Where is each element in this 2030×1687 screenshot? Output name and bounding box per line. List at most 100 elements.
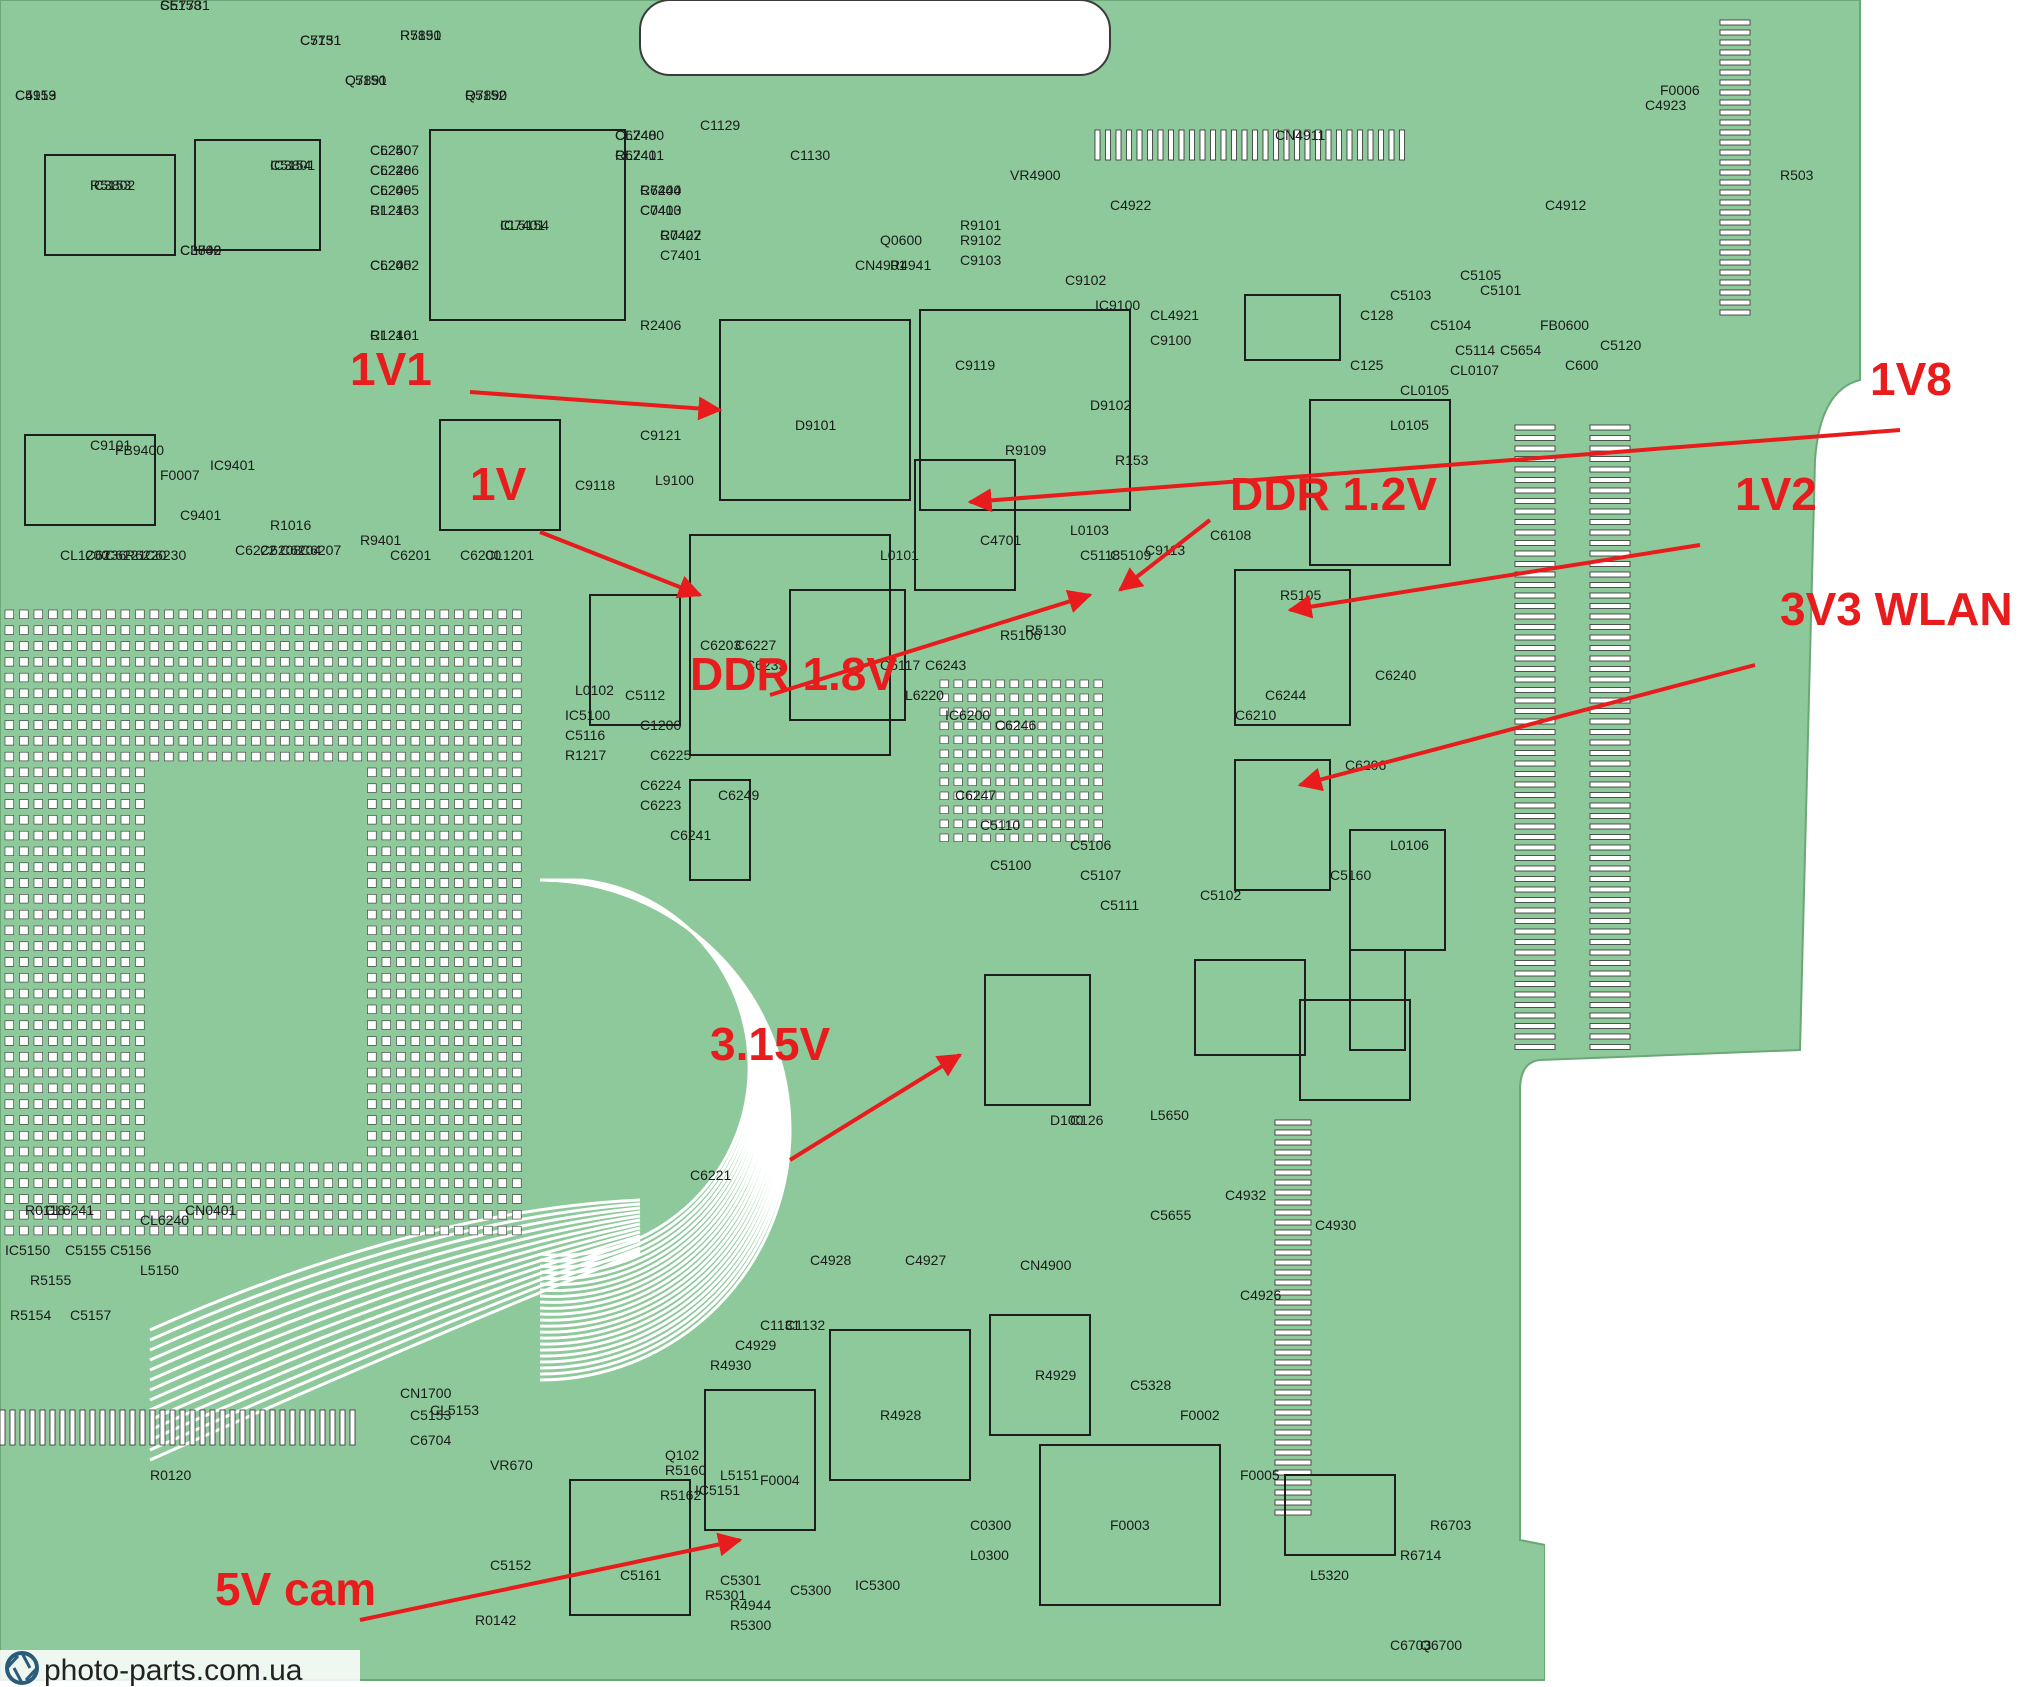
- ref-label: C7401: [660, 247, 701, 263]
- bga-pad: [135, 609, 145, 619]
- bga-pad: [425, 1146, 435, 1157]
- bga-pad: [381, 973, 391, 983]
- bga-pad: [454, 878, 464, 888]
- connector-pin: [1589, 823, 1631, 830]
- bga-pad: [207, 657, 217, 667]
- bga-pad: [454, 988, 464, 999]
- connector-pin: [69, 1409, 76, 1446]
- bga-pad: [323, 736, 333, 746]
- bga-pad: [439, 609, 449, 619]
- connector-pin: [1589, 781, 1631, 788]
- bga-pad: [135, 815, 145, 825]
- bga-pad: [367, 815, 377, 825]
- bga-pad: [236, 1178, 246, 1188]
- bga-pad: [91, 799, 101, 809]
- connector-pin: [1514, 739, 1556, 746]
- bga-pad: [33, 1131, 43, 1141]
- bga-pad: [4, 688, 14, 698]
- bga-pad: [48, 641, 58, 651]
- connector-pin: [1274, 1509, 1312, 1516]
- bga-pad: [62, 672, 72, 683]
- bga-pad: [497, 720, 507, 730]
- bga-pad: [410, 1067, 420, 1078]
- bga-pad: [120, 767, 130, 777]
- connector-pin: [259, 1409, 266, 1446]
- bga-pad: [367, 1146, 377, 1157]
- bga-pad: [468, 609, 478, 619]
- connector-pin: [1589, 456, 1631, 462]
- bga-pad: [62, 830, 72, 841]
- connector-pin: [1589, 645, 1631, 651]
- bga-pad: [4, 609, 14, 619]
- bga-pad: [19, 1210, 29, 1220]
- ref-label: IC3801: [270, 157, 315, 173]
- bga-pad: [33, 799, 43, 809]
- connector-pin: [1514, 582, 1556, 588]
- ref-label: R9101: [960, 217, 1001, 233]
- bga-pad: [497, 1146, 507, 1157]
- bga-pad: [48, 1004, 58, 1014]
- bga-pad: [33, 609, 43, 619]
- bga-pad: [193, 751, 203, 762]
- ref-label: D100: [1050, 1112, 1084, 1128]
- bga-pad: [193, 1210, 203, 1220]
- bga-pad: [91, 751, 101, 762]
- bga-pad: [323, 1225, 333, 1236]
- bga-pad: [425, 1067, 435, 1078]
- bga-pad: [106, 1052, 116, 1062]
- bga-pad: [135, 672, 145, 683]
- connector-pin: [1274, 1219, 1312, 1226]
- ann-ddr18: DDR 1.8V: [690, 648, 897, 700]
- bga-pad: [294, 609, 304, 619]
- bga-pad: [164, 657, 174, 667]
- ref-label: R5106: [1000, 627, 1041, 643]
- bga-pad: [120, 1083, 130, 1093]
- bga-pad: [149, 672, 159, 683]
- connector-pin: [1241, 129, 1248, 161]
- ref-label: D9102: [1090, 397, 1131, 413]
- bga-pad: [454, 1099, 464, 1109]
- curved-trace: [149, 1214, 641, 1372]
- connector-pin: [1719, 219, 1751, 226]
- connector-pin: [1274, 1259, 1312, 1266]
- bga-pad: [512, 1036, 522, 1046]
- bga-pad: [106, 909, 116, 920]
- ref-label: C5161: [620, 1567, 661, 1583]
- bga-pad: [294, 1194, 304, 1204]
- bga-pad: [1023, 735, 1033, 744]
- connector-pin: [1274, 1319, 1312, 1326]
- bga-pad: [222, 720, 232, 730]
- bga-pad: [265, 751, 275, 762]
- bga-pad: [106, 988, 116, 999]
- bga-pad: [1051, 721, 1061, 730]
- bga-pad: [981, 819, 991, 828]
- bga-pad: [953, 707, 963, 716]
- bga-pad: [77, 1067, 87, 1078]
- bga-pad: [120, 1052, 130, 1062]
- connector-pin: [1514, 466, 1556, 473]
- bga-pad: [33, 751, 43, 762]
- bga-pad: [106, 830, 116, 841]
- connector-pin: [1514, 792, 1556, 798]
- bga-pad: [77, 1036, 87, 1046]
- bga-pad: [62, 783, 72, 793]
- bga-pad: [48, 1146, 58, 1157]
- ref-label: R6220: [125, 547, 166, 563]
- bga-pad: [396, 988, 406, 999]
- ref-label: C6241: [670, 827, 711, 843]
- bga-pad: [483, 657, 493, 667]
- connector-pin: [1274, 1229, 1312, 1236]
- bga-pad: [995, 679, 1005, 688]
- connector-pin: [1274, 1179, 1312, 1186]
- bga-pad: [77, 1115, 87, 1125]
- ref-label: R5154: [10, 1307, 51, 1323]
- bga-pad: [77, 894, 87, 904]
- bga-pad: [33, 941, 43, 951]
- bga-pad: [367, 909, 377, 920]
- annotation-arrows: [359, 390, 1901, 1622]
- bga-pad: [1051, 749, 1061, 758]
- bga-pad: [381, 1099, 391, 1109]
- bga-pad: [396, 1131, 406, 1141]
- connector-pin: [1514, 771, 1556, 777]
- bga-pad: [1093, 833, 1103, 842]
